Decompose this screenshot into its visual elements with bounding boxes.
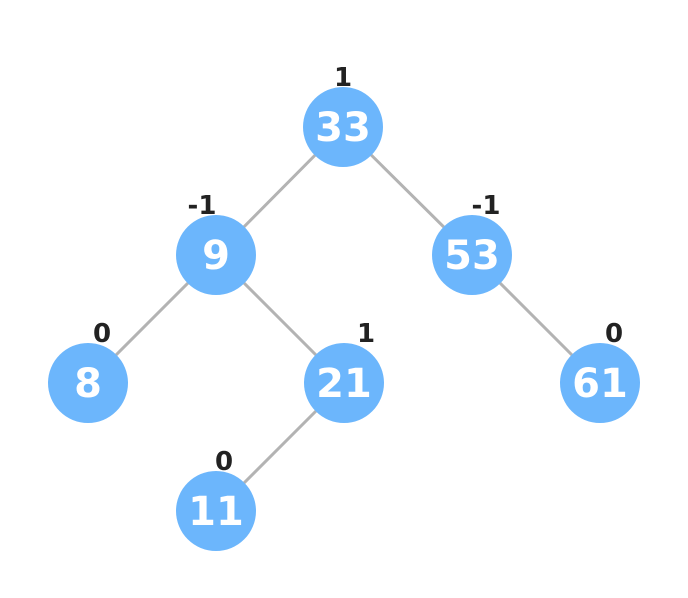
node-circle: [303, 87, 383, 167]
node-circle: [560, 343, 640, 423]
tree-node-21: 211: [304, 319, 384, 423]
balance-factor-label: 1: [357, 319, 375, 349]
tree-node-9: 9-1: [176, 191, 256, 295]
balance-factor-label: 0: [93, 319, 111, 349]
balance-factor-label: -1: [188, 191, 217, 221]
balance-factor-label: -1: [472, 191, 501, 221]
balance-factor-label: 0: [605, 319, 623, 349]
tree-node-61: 610: [560, 319, 640, 423]
node-circle: [176, 471, 256, 551]
node-value: 21: [316, 361, 372, 407]
node-value: 61: [572, 361, 628, 407]
node-value: 53: [444, 233, 500, 279]
tree-node-33: 331: [303, 63, 383, 167]
tree-node-53: 53-1: [432, 191, 512, 295]
node-circle: [304, 343, 384, 423]
node-circle: [48, 343, 128, 423]
tree-node-11: 110: [176, 447, 256, 551]
tree-node-8: 80: [48, 319, 128, 423]
node-value: 8: [74, 361, 102, 407]
balance-factor-label: 0: [215, 447, 233, 477]
node-circle: [432, 215, 512, 295]
node-value: 11: [188, 489, 244, 535]
tree-edges: [86, 125, 602, 513]
node-value: 33: [315, 105, 371, 151]
node-value: 9: [202, 233, 230, 279]
balance-factor-label: 1: [334, 63, 352, 93]
node-circle: [176, 215, 256, 295]
